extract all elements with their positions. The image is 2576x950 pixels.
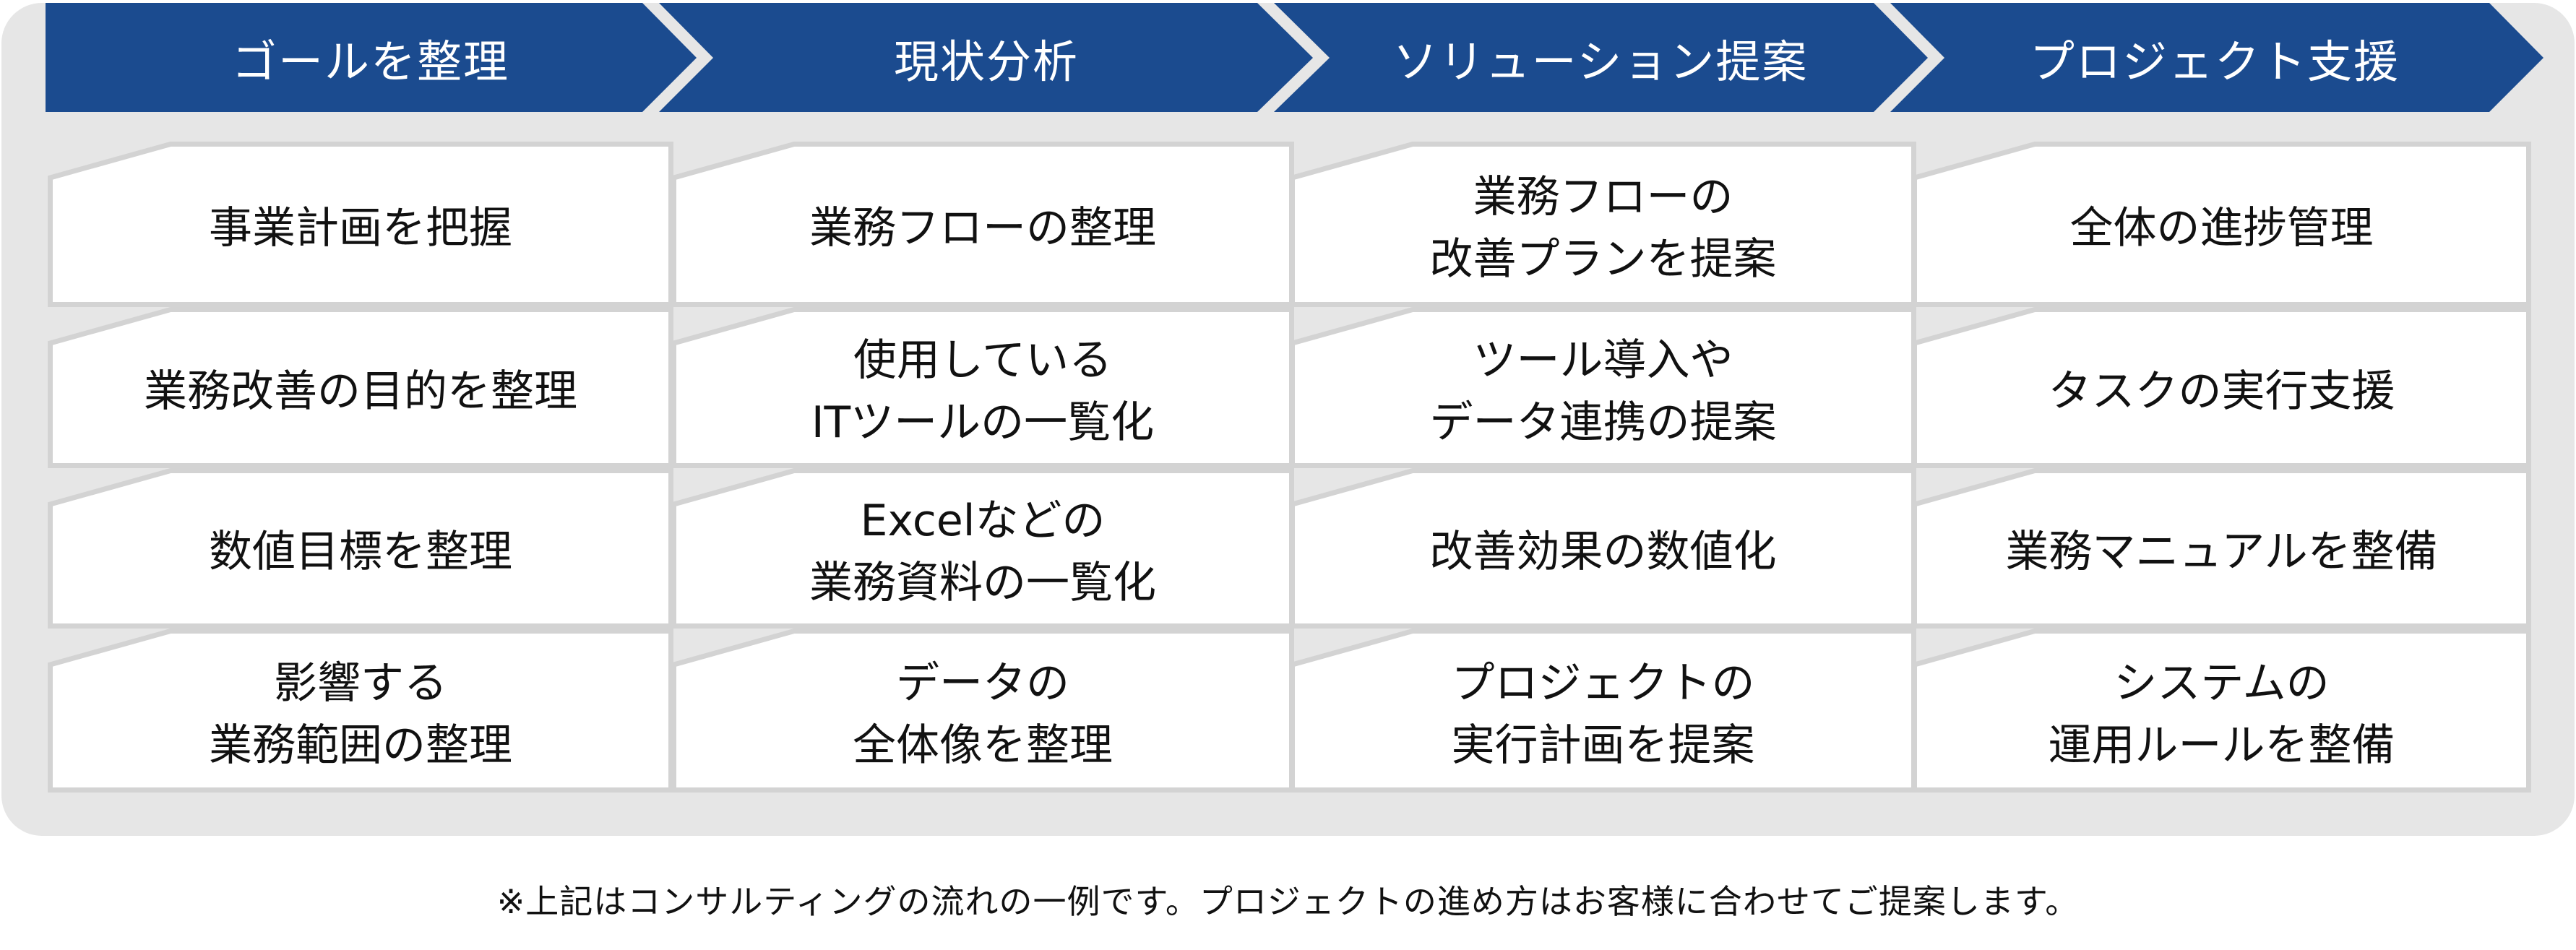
card-text: 数値目標を整理 bbox=[209, 527, 512, 577]
chevron-step-1 bbox=[46, 3, 697, 112]
card-analysis-2: 使用している ITツールの一覧化 bbox=[671, 307, 1294, 468]
card-text: 業務フローの 改善プランを提案 bbox=[1429, 171, 1777, 285]
card-solution-1: 業務フローの 改善プランを提案 bbox=[1290, 142, 1916, 307]
card-text: プロジェクトの 実行計画を提案 bbox=[1451, 657, 1755, 771]
card-goal-4: 影響する 業務範囲の整理 bbox=[48, 629, 673, 793]
card-goal-3: 数値目標を整理 bbox=[48, 468, 673, 629]
card-goal-1: 事業計画を把握 bbox=[48, 142, 673, 307]
card-text: 全体の進捗管理 bbox=[2069, 202, 2374, 254]
card-text: システムの 運用ルールを整備 bbox=[2048, 657, 2395, 771]
step-1-title: ゴールを整理 bbox=[231, 35, 509, 88]
card-support-4: システムの 運用ルールを整備 bbox=[1912, 629, 2531, 793]
card-goal-2: 業務改善の目的を整理 bbox=[48, 307, 673, 468]
step-3-title: ソリューション提案 bbox=[1392, 35, 1809, 88]
card-solution-4: プロジェクトの 実行計画を提案 bbox=[1290, 629, 1916, 793]
chevron-step-4 bbox=[1890, 3, 2543, 112]
card-text: 業務フローの整理 bbox=[809, 202, 1156, 254]
card-solution-3: 改善効果の数値化 bbox=[1290, 468, 1916, 629]
card-solution-2: ツール導入や データ連携の提案 bbox=[1290, 307, 1916, 468]
card-text: タスクの実行支援 bbox=[2048, 366, 2395, 417]
card-text: Excelなどの 業務資料の一覧化 bbox=[809, 496, 1156, 608]
card-analysis-1: 業務フローの整理 bbox=[671, 142, 1294, 307]
card-text: 影響する 業務範囲の整理 bbox=[209, 657, 512, 771]
card-text: 改善効果の数値化 bbox=[1429, 527, 1777, 577]
chevron-step-3 bbox=[1274, 3, 1928, 112]
card-text: データの 全体像を整理 bbox=[853, 657, 1113, 771]
process-chevrons bbox=[46, 3, 2543, 112]
step-2-title: 現状分析 bbox=[893, 35, 1079, 88]
step-4-title: プロジェクト支援 bbox=[2029, 35, 2400, 88]
card-text: 事業計画を把握 bbox=[209, 202, 512, 254]
card-support-2: タスクの実行支援 bbox=[1912, 307, 2531, 468]
card-text: ツール導入や データ連携の提案 bbox=[1429, 334, 1777, 448]
card-support-3: 業務マニュアルを整備 bbox=[1912, 468, 2531, 629]
card-text: 業務改善の目的を整理 bbox=[144, 366, 577, 417]
card-analysis-4: データの 全体像を整理 bbox=[671, 629, 1294, 793]
card-text: 業務マニュアルを整備 bbox=[2005, 527, 2438, 577]
card-text: 使用している ITツールの一覧化 bbox=[811, 334, 1155, 448]
card-analysis-3: Excelなどの 業務資料の一覧化 bbox=[671, 468, 1294, 629]
chevron-step-2 bbox=[659, 3, 1313, 112]
card-support-1: 全体の進捗管理 bbox=[1912, 142, 2531, 307]
footer-note: ※上記はコンサルティングの流れの一例です。プロジェクトの進め方はお客様に合わせて… bbox=[496, 882, 2080, 921]
